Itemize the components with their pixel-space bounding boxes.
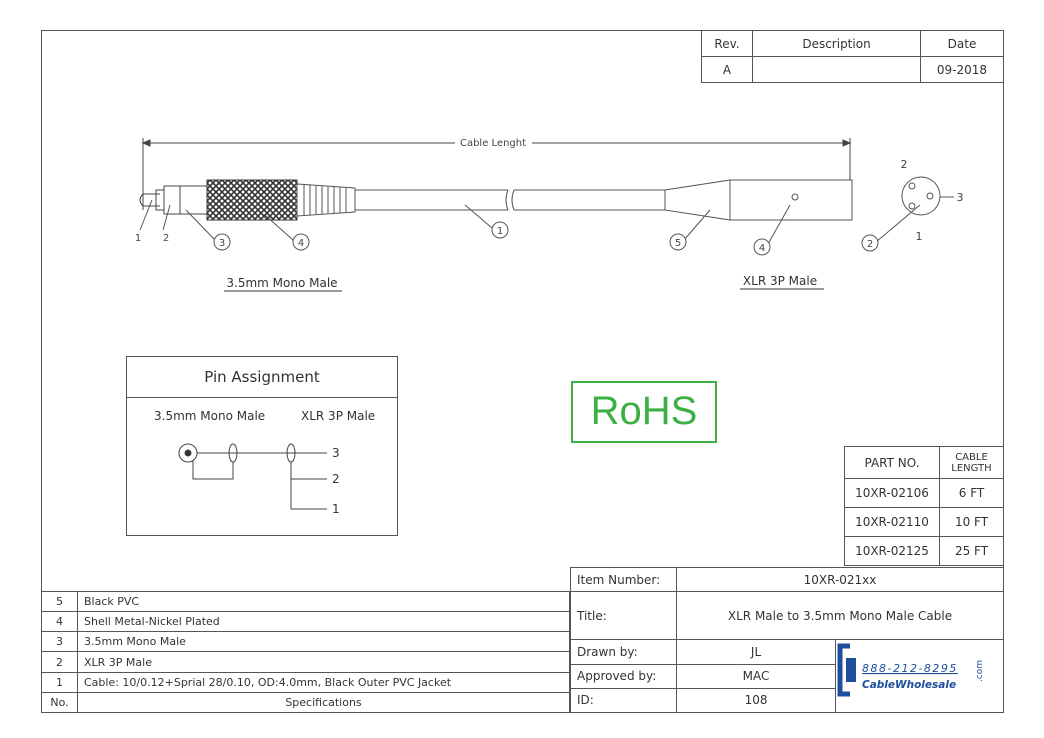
date-header: Date [920, 30, 1004, 57]
callout-circle-2-end [861, 234, 879, 252]
cable-length-dimension [141, 138, 852, 210]
spec-no-3: 3 [41, 631, 78, 653]
approved-by-value: MAC [675, 663, 837, 689]
spec-text-1: Cable: 10/0.12+Sprial 28/0.10, OD:4.0mm,… [77, 671, 570, 693]
description-header: Description [752, 30, 921, 57]
callout-1-left: 1 [135, 233, 141, 244]
pin-assignment-right-heading: XLR 3P Male [301, 409, 376, 423]
xlr-end-view [901, 176, 954, 216]
specifications-table: 5 Black PVC 4 Shell Metal-Nickel Plated … [41, 590, 570, 714]
spec-header: Specifications [77, 691, 570, 714]
rev-value: A [701, 56, 753, 83]
pin-assignment-box: Pin Assignment 3.5mm Mono Male XLR 3P Ma… [126, 356, 398, 536]
part-no-2: 10XR-02110 [844, 507, 940, 537]
callout-4-left: 4 [298, 238, 304, 249]
cable-drawing: Cable Lenght [135, 138, 964, 292]
spec-text-4: Shell Metal-Nickel Plated [77, 611, 570, 633]
approved-by-label: Approved by: [570, 663, 677, 689]
drawn-by-value: JL [675, 639, 837, 665]
title-label: Title: [570, 591, 677, 641]
cable-length-header: CABLE LENGTH [939, 446, 1004, 479]
spec-no-5: 5 [41, 590, 78, 613]
callout-3-left: 3 [219, 238, 225, 249]
pin-3: 3 [332, 446, 340, 460]
date-value: 09-2018 [920, 56, 1004, 83]
rohs-badge: RoHS [571, 381, 717, 443]
pin-1: 1 [332, 502, 340, 516]
part-no-1: 10XR-02106 [844, 478, 940, 508]
logo-phone: 888-212-8295 [862, 662, 958, 675]
id-value: 108 [675, 687, 837, 714]
mono-plug-shape [139, 185, 209, 215]
callout-4-right: 4 [759, 243, 765, 254]
drawn-by-label: Drawn by: [570, 639, 677, 665]
pin-assignment-title: Pin Assignment [127, 357, 397, 398]
spec-text-3: 3.5mm Mono Male [77, 631, 570, 653]
cable-body [355, 189, 665, 211]
xlr-pin-1: 1 [916, 230, 923, 243]
spec-no-2: 2 [41, 651, 78, 673]
xlr-connector-shape [664, 179, 853, 221]
callout-circle-3-left [213, 233, 231, 251]
logo-suffix: .com [975, 660, 985, 682]
strain-relief [296, 183, 356, 217]
callout-cable: 1 [497, 226, 503, 237]
spec-text-2: XLR 3P Male [77, 651, 570, 673]
callout-circle-4-left [292, 233, 310, 251]
callout-2-end: 2 [867, 239, 873, 250]
spec-text-5: Black PVC [77, 590, 570, 613]
part-length-3: 25 FT [939, 536, 1004, 566]
xlr-label: XLR 3P Male [743, 274, 817, 288]
logo-brand: CableWholesale [862, 679, 956, 691]
xlr-pin-2: 2 [901, 158, 908, 171]
cablewholesale-logo: 888-212-8295 CableWholesale .com [836, 640, 988, 700]
title-block: Item Number: 10XR-021xx Title: XLR Male … [570, 566, 1004, 714]
pin-2: 2 [332, 472, 340, 486]
callout-5-right: 5 [675, 238, 681, 249]
part-length-1: 6 FT [939, 478, 1004, 508]
id-label: ID: [570, 687, 677, 714]
title-value: XLR Male to 3.5mm Mono Male Cable [676, 591, 1004, 641]
pin-assignment-schematic: 3 2 1 [178, 443, 340, 516]
callout-circle-4-right [753, 238, 771, 256]
spec-no-1: 1 [41, 671, 78, 693]
knurled-grip [206, 179, 298, 221]
logo-mark: 888-212-8295 CableWholesale .com [837, 643, 985, 697]
logo-cell [835, 639, 1004, 713]
spec-no-header: No. [41, 691, 78, 714]
callout-circle-5-right [669, 233, 687, 251]
drawing-frame [41, 30, 1004, 713]
parts-table: PART NO. CABLE LENGTH 10XR-02106 6 FT 10… [844, 446, 1004, 566]
part-no-3: 10XR-02125 [844, 536, 940, 566]
mono-plug-label: 3.5mm Mono Male [226, 276, 337, 290]
part-length-2: 10 FT [939, 507, 1004, 537]
leader-lines [139, 199, 921, 245]
xlr-pin-3: 3 [957, 191, 964, 204]
cable-length-label: Cable Lenght [460, 138, 526, 149]
part-no-header: PART NO. [844, 446, 940, 479]
spec-no-4: 4 [41, 611, 78, 633]
callout-circle-cable [491, 221, 509, 239]
revision-table: Rev. Description Date A 09-2018 [701, 30, 1004, 83]
callout-2-left: 2 [163, 233, 169, 244]
item-number-label: Item Number: [570, 566, 677, 593]
pin-assignment-left-heading: 3.5mm Mono Male [154, 409, 266, 423]
item-number-value: 10XR-021xx [676, 566, 1004, 593]
